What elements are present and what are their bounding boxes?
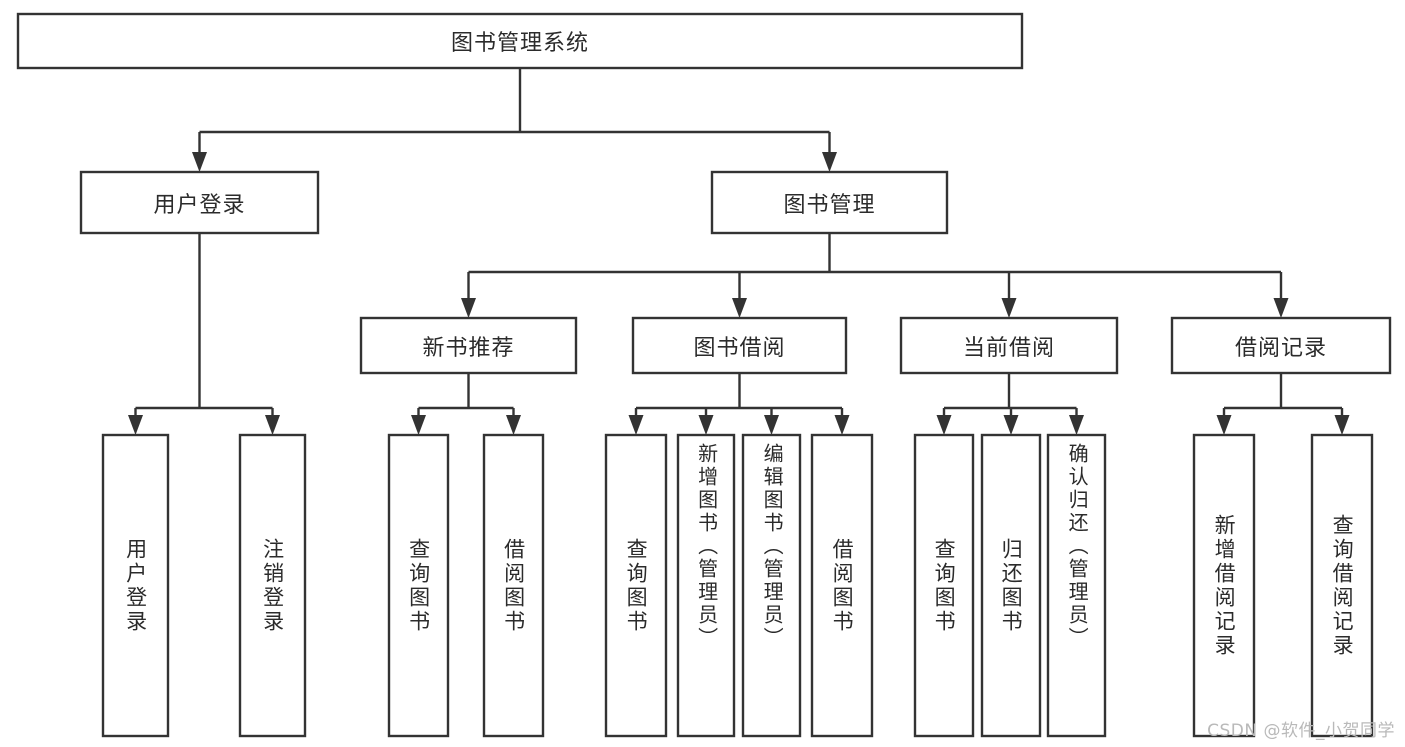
connector-group-book-borrow bbox=[628, 373, 850, 435]
arrow-head-icon bbox=[822, 152, 837, 172]
arrow-head-icon bbox=[128, 415, 143, 435]
node-box-leaf-return-book[interactable] bbox=[980, 433, 1042, 738]
node-box-new-book-recommend[interactable] bbox=[359, 316, 578, 375]
node-box-leaf-add-book[interactable] bbox=[676, 433, 736, 738]
node-box-leaf-borrow-book-new[interactable] bbox=[482, 433, 545, 738]
arrow-head-icon bbox=[506, 415, 521, 435]
arrow-head-icon bbox=[1334, 415, 1350, 435]
node-box-leaf-borrow-book[interactable] bbox=[810, 433, 874, 738]
arrow-head-icon bbox=[628, 415, 644, 435]
node-box-leaf-query-borrow-record[interactable] bbox=[1310, 433, 1374, 738]
connector-group-new-book-recommend bbox=[411, 373, 521, 435]
node-box-leaf-user-logout[interactable] bbox=[238, 433, 307, 738]
node-box-user-login[interactable] bbox=[79, 170, 320, 235]
arrow-head-icon bbox=[192, 152, 207, 172]
arrow-head-icon bbox=[936, 415, 952, 435]
arrow-head-icon bbox=[461, 298, 476, 318]
node-box-leaf-query-book-new[interactable] bbox=[387, 433, 450, 738]
arrow-head-icon bbox=[834, 415, 850, 435]
connector-group-current-borrow bbox=[936, 373, 1084, 435]
node-box-current-borrow[interactable] bbox=[899, 316, 1119, 375]
node-box-leaf-query-book-borrow[interactable] bbox=[604, 433, 668, 738]
arrow-head-icon bbox=[1003, 415, 1019, 435]
arrow-head-icon bbox=[1069, 415, 1084, 435]
arrow-head-icon bbox=[764, 415, 779, 435]
arrow-head-icon bbox=[732, 298, 747, 318]
connector-group-borrow-record bbox=[1216, 373, 1350, 435]
node-box-root[interactable] bbox=[16, 12, 1024, 70]
node-box-leaf-edit-book[interactable] bbox=[741, 433, 802, 738]
node-box-leaf-confirm-return[interactable] bbox=[1046, 433, 1107, 738]
connector-group-root bbox=[192, 68, 837, 172]
connector-group-book-management bbox=[461, 233, 1289, 318]
node-box-book-borrow[interactable] bbox=[631, 316, 848, 375]
node-box-leaf-add-borrow-record[interactable] bbox=[1192, 433, 1256, 738]
node-box-borrow-record[interactable] bbox=[1170, 316, 1392, 375]
arrow-head-icon bbox=[1273, 298, 1289, 318]
arrow-head-icon bbox=[411, 415, 426, 435]
arrow-head-icon bbox=[698, 415, 714, 435]
node-box-leaf-user-login[interactable] bbox=[101, 433, 170, 738]
arrow-head-icon bbox=[265, 415, 280, 435]
connector-group-user-login bbox=[128, 233, 280, 435]
arrow-head-icon bbox=[1001, 298, 1017, 318]
arrow-head-icon bbox=[1216, 415, 1232, 435]
node-box-book-management[interactable] bbox=[710, 170, 949, 235]
node-box-leaf-query-book-current[interactable] bbox=[913, 433, 975, 738]
